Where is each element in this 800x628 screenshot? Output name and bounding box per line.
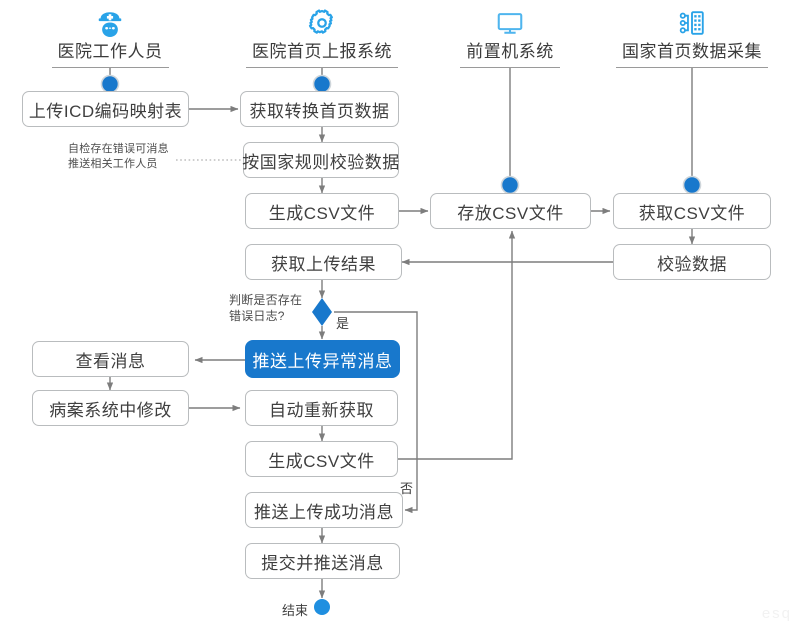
start-dot-system <box>312 74 332 94</box>
gear-icon <box>308 9 333 34</box>
node-label: 校验数据 <box>657 254 727 274</box>
edge-label-yes: 是 <box>336 316 350 331</box>
watermark: esq <box>761 605 792 622</box>
edge-label-no: 否 <box>400 481 414 496</box>
node-view-msg[interactable]: 查看消息 <box>32 341 189 377</box>
node-gen-csv-1[interactable]: 生成CSV文件 <box>245 193 399 229</box>
node-gen-csv-2[interactable]: 生成CSV文件 <box>245 441 398 477</box>
annotation-selfcheck: 自检存在错误可消息 推送相关工作人员 <box>68 142 169 172</box>
node-label: 获取转换首页数据 <box>249 101 390 121</box>
start-dot-national <box>682 175 702 195</box>
end-dot-flow <box>314 599 330 615</box>
node-fetch-convert[interactable]: 获取转换首页数据 <box>240 91 399 127</box>
node-label: 自动重新获取 <box>269 400 374 420</box>
decision-question: 判断是否存在 错误日志? <box>229 292 302 324</box>
lane-title-national: 国家首页数据采集 <box>616 41 768 68</box>
nurse-icon <box>98 12 122 37</box>
end-terminator-label: 结束 <box>282 603 309 618</box>
terminator-dots <box>100 74 702 615</box>
start-dot-staff <box>100 74 120 94</box>
lane-title-frontend: 前置机系统 <box>460 41 560 68</box>
node-auto-refetch[interactable]: 自动重新获取 <box>245 390 398 426</box>
node-label: 获取上传结果 <box>271 254 376 274</box>
edge-decision-no <box>334 311 418 514</box>
lane-header-staff: 医院工作人员 <box>20 6 200 68</box>
node-label: 按国家规则校验数据 <box>242 152 400 172</box>
node-push-error[interactable]: 推送上传异常消息 <box>245 340 400 378</box>
annotation-line-1: 自检存在错误可消息 <box>68 143 169 155</box>
node-label: 生成CSV文件 <box>268 203 376 223</box>
node-store-csv[interactable]: 存放CSV文件 <box>430 193 591 229</box>
decision-diamond <box>312 298 332 326</box>
node-edit-record[interactable]: 病案系统中修改 <box>32 390 189 426</box>
start-dot-frontend <box>500 175 520 195</box>
node-label: 提交并推送消息 <box>261 553 384 573</box>
lane-title-system: 医院首页上报系统 <box>246 41 398 68</box>
node-fetch-csv[interactable]: 获取CSV文件 <box>613 193 771 229</box>
node-label: 存放CSV文件 <box>457 203 564 223</box>
monitor-icon <box>497 13 523 34</box>
node-label: 推送上传成功消息 <box>254 502 394 522</box>
node-verify-data[interactable]: 校验数据 <box>613 244 771 280</box>
node-validate-rule[interactable]: 按国家规则校验数据 <box>242 142 400 178</box>
edge-gencsv2-to-store <box>398 230 516 460</box>
lane-header-national: 国家首页数据采集 <box>602 6 782 68</box>
node-label: 获取CSV文件 <box>638 203 746 223</box>
node-push-ok[interactable]: 推送上传成功消息 <box>245 492 403 528</box>
node-submit-push[interactable]: 提交并推送消息 <box>245 543 400 579</box>
lane-title-staff: 医院工作人员 <box>51 41 169 68</box>
node-label: 推送上传异常消息 <box>252 351 393 371</box>
node-label: 生成CSV文件 <box>268 451 375 471</box>
node-label: 病案系统中修改 <box>49 400 172 420</box>
annotation-line-2: 推送相关工作人员 <box>68 158 158 170</box>
node-get-result[interactable]: 获取上传结果 <box>245 244 402 280</box>
server-network-icon <box>679 11 704 35</box>
lane-header-frontend: 前置机系统 <box>430 6 590 68</box>
decision-question-line-2: 错误日志? <box>229 309 285 323</box>
node-label: 上传ICD编码映射表 <box>28 101 183 121</box>
lane-header-system: 医院首页上报系统 <box>232 6 412 68</box>
decision-question-line-1: 判断是否存在 <box>229 293 303 307</box>
node-label: 查看消息 <box>75 351 146 371</box>
node-upload-icd[interactable]: 上传ICD编码映射表 <box>22 91 189 127</box>
